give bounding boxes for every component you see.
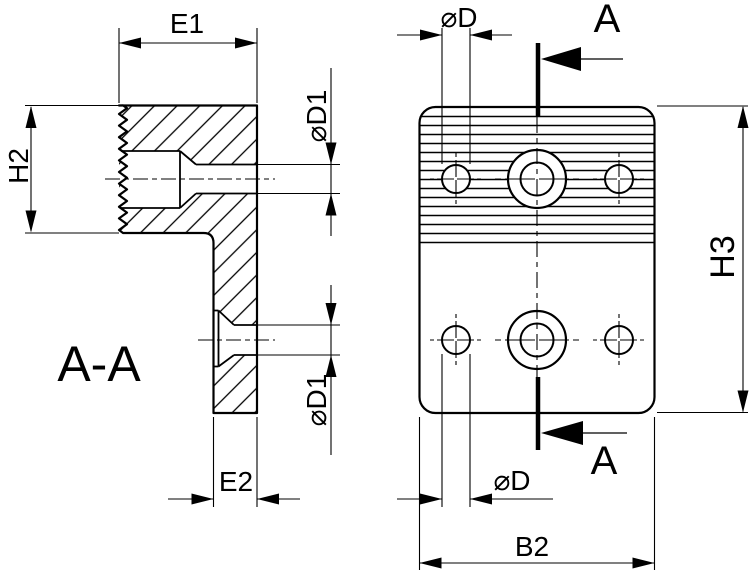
section-outline [117,104,259,415]
dimension-h2 [25,104,119,234]
dimension-b2 [418,417,656,570]
section-hole-edges [121,150,257,368]
hole-centerlines [105,178,275,341]
cutting-plane-label-bottom: A [591,439,618,483]
dimension-d1-upper [257,68,340,236]
dim-label-h3: H3 [704,235,742,278]
dimension-d-bottom [397,354,553,507]
center-hole-crosshairs [495,178,579,341]
cutting-plane-label-top: A [594,0,621,41]
cutting-plane-line [535,43,627,450]
section-view-title: A-A [57,336,141,392]
dim-label-d-top: ⌀D [440,2,477,33]
section-view: E1 H2 ⌀D1 ⌀D1 E2 A-A [3,8,340,507]
dim-label-d-bottom: ⌀D [493,465,530,496]
front-view: A A ⌀D ⌀D H3 B2 [397,0,749,570]
dimension-e1 [118,28,258,103]
dimension-h3 [657,105,749,414]
dim-label-d1-upper: ⌀D1 [301,90,332,143]
dim-label-e2: E2 [219,466,253,497]
dimension-e2 [168,417,300,507]
section-body-hatching [119,105,257,414]
dim-label-d1-lower: ⌀D1 [301,374,332,427]
dim-label-h2: H2 [3,148,34,184]
dimension-d-top [397,28,512,164]
dim-label-b2: B2 [515,531,549,562]
dimension-d1-lower [257,285,340,455]
dim-label-e1: E1 [170,8,204,39]
